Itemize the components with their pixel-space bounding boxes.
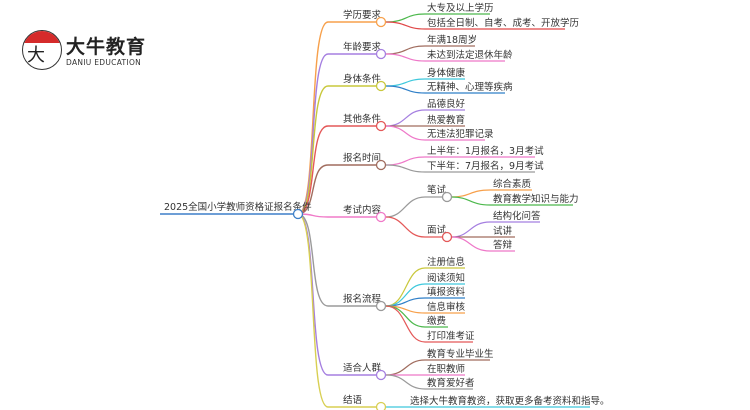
root-label: 2025全国小学教师资格证报名条件 xyxy=(164,201,312,213)
leaf-connector xyxy=(385,21,565,30)
branch-node-circle[interactable] xyxy=(375,120,387,132)
branch-node-circle[interactable] xyxy=(375,16,387,28)
leaf-label: 教育专业毕业生 xyxy=(427,348,494,360)
branch-label: 考试内容 xyxy=(343,204,382,216)
leaf-label: 身体健康 xyxy=(427,67,466,79)
leaf-label: 大专及以上学历 xyxy=(427,2,494,14)
branch-label: 结语 xyxy=(343,394,363,406)
branch-connector xyxy=(297,213,377,408)
leaf-connector xyxy=(451,236,515,252)
leaf-label: 上半年：1月报名，3月考试 xyxy=(427,145,544,157)
logo-mark-icon: 大牛 xyxy=(22,30,62,70)
leaf-label: 答辩 xyxy=(493,239,513,251)
leaf-label: 试讲 xyxy=(493,225,513,237)
leaf-label: 未达到法定退休年龄 xyxy=(427,49,513,61)
branch-label: 适合人群 xyxy=(343,362,382,374)
leaf-label: 无精神、心理等疾病 xyxy=(427,81,513,93)
logo-chinese: 大牛教育 xyxy=(66,36,147,58)
branch-label: 年龄要求 xyxy=(343,41,382,53)
leaf-label: 无违法犯罪记录 xyxy=(427,128,494,140)
sub-branch-label: 面试 xyxy=(427,224,447,236)
leaf-label: 选择大牛教育教资，获取更多备考资料和指导。 xyxy=(410,395,610,407)
leaf-connector xyxy=(451,196,573,206)
sub-node-circle[interactable] xyxy=(441,231,453,243)
leaf-label: 缴费 xyxy=(427,315,446,327)
branch-node-circle[interactable] xyxy=(375,401,387,410)
leaf-connector xyxy=(385,85,505,94)
leaf-label: 热爱教育 xyxy=(427,114,465,126)
sub-branch-label: 笔试 xyxy=(427,184,447,196)
branch-node-circle[interactable] xyxy=(375,159,387,171)
leaf-label: 教育爱好者 xyxy=(427,377,475,389)
logo: 大牛 大牛教育 DANIU EDUCATION xyxy=(22,30,152,72)
leaf-connector xyxy=(385,305,473,343)
branch-connector xyxy=(297,164,377,215)
logo-english: DANIU EDUCATION xyxy=(66,58,142,67)
branch-label: 报名时间 xyxy=(343,152,381,164)
branch-label: 学历要求 xyxy=(343,9,382,21)
branch-node-circle[interactable] xyxy=(375,300,387,312)
leaf-label: 包括全日制、自考、成考、开放学历 xyxy=(427,17,579,29)
leaf-label: 打印准考证 xyxy=(427,330,475,342)
leaf-connector xyxy=(385,125,485,141)
branch-label: 其他条件 xyxy=(343,113,382,125)
branch-label: 身体条件 xyxy=(343,73,382,85)
leaf-label: 综合素质 xyxy=(493,178,532,190)
branch-node-circle[interactable] xyxy=(375,369,387,381)
branch-node-circle[interactable] xyxy=(375,48,387,60)
leaf-label: 填报资料 xyxy=(427,286,466,298)
leaf-connector xyxy=(385,53,505,62)
leaf-label: 下半年：7月报名，9月考试 xyxy=(427,160,544,172)
branch-connector xyxy=(297,213,377,307)
branch-label: 报名流程 xyxy=(343,293,382,305)
branch-connector xyxy=(297,125,377,215)
branch-node-circle[interactable] xyxy=(375,211,387,223)
leaf-label: 阅读须知 xyxy=(427,272,465,284)
branch-connector xyxy=(297,85,377,215)
root-node-circle[interactable] xyxy=(292,208,304,220)
leaf-connector xyxy=(385,374,473,390)
sub-connector xyxy=(385,196,443,218)
leaf-label: 教育教学知识与能力 xyxy=(493,193,579,205)
branch-connector xyxy=(297,213,377,218)
sub-node-circle[interactable] xyxy=(441,191,453,203)
leaf-label: 信息审核 xyxy=(427,301,466,313)
branch-node-circle[interactable] xyxy=(375,80,387,92)
sub-connector xyxy=(385,216,443,238)
leaf-connector xyxy=(385,164,535,173)
leaf-label: 品德良好 xyxy=(427,98,466,110)
leaf-label: 在职教师 xyxy=(427,363,465,375)
leaf-label: 年满18周岁 xyxy=(427,34,477,46)
leaf-label: 注册信息 xyxy=(427,256,465,268)
leaf-label: 结构化问答 xyxy=(493,210,541,222)
